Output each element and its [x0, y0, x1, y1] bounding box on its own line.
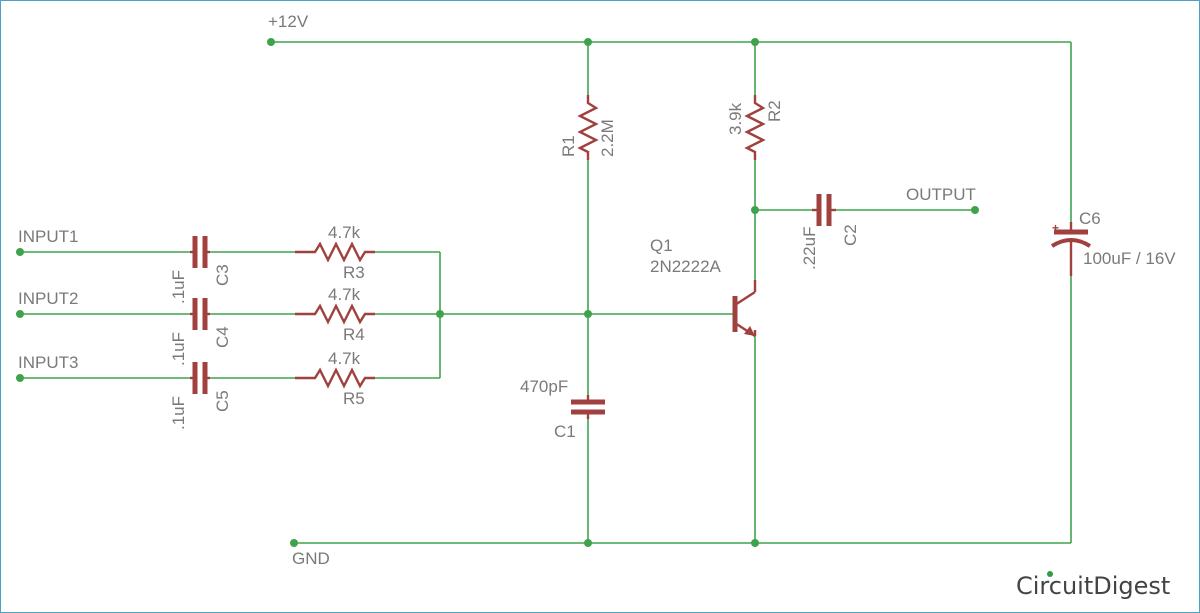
resistor-r3: [295, 241, 375, 263]
r1-name-label: R1: [559, 135, 578, 157]
c4-value-label: .1uF: [169, 332, 188, 366]
transistor-q1: [732, 280, 757, 338]
c2-name-label: C2: [841, 224, 860, 246]
resistor-r5: [295, 367, 375, 389]
c1-value-label: 470pF: [520, 377, 568, 396]
brand-wordmark: CircuitDigest: [1016, 572, 1170, 600]
r1-value-label: 2.2M: [598, 119, 617, 157]
c1-name-label: C1: [554, 422, 576, 441]
c3-name-label: C3: [213, 264, 232, 286]
c6-polarity-mark: +: [1052, 221, 1059, 235]
gnd-label: GND: [292, 549, 330, 568]
junctions: [16, 38, 979, 547]
c4-name-label: C4: [213, 326, 232, 348]
junction: [751, 539, 759, 547]
junction-vcc-terminal: [267, 38, 275, 46]
c3-value-label: .1uF: [169, 270, 188, 304]
r2-value-label: 3.9k: [726, 102, 745, 135]
resistor-r2: [744, 95, 766, 160]
r3-name-label: R3: [343, 263, 365, 282]
r5-name-label: R5: [343, 389, 365, 408]
output-label: OUTPUT: [906, 185, 976, 204]
capacitor-c2: [812, 194, 836, 226]
r2-name-label: R2: [765, 100, 784, 122]
brand-part1: Circuit: [1016, 572, 1093, 600]
input2-label: INPUT2: [18, 289, 78, 308]
capacitor-c3: [190, 236, 210, 268]
input1-label: INPUT1: [18, 227, 78, 246]
q1-value-label: 2N2222A: [650, 257, 722, 276]
junction-gnd-terminal: [290, 539, 298, 547]
junction-input2-terminal: [16, 310, 24, 318]
c5-value-label: .1uF: [169, 396, 188, 430]
brand-part2: Digest: [1093, 572, 1170, 600]
junction-output-terminal: [971, 206, 979, 214]
c5-name-label: C5: [213, 390, 232, 412]
components: [190, 95, 1092, 419]
junction: [436, 310, 444, 318]
capacitor-c6: [1050, 222, 1092, 276]
vcc-label: +12V: [268, 12, 309, 31]
junction: [751, 206, 759, 214]
brand-logo: CircuitDigest: [1016, 571, 1170, 600]
junction: [584, 539, 592, 547]
r4-value-label: 4.7k: [328, 285, 361, 304]
capacitor-c5: [190, 362, 210, 394]
junction-input3-terminal: [16, 374, 24, 382]
resistor-r4: [295, 303, 375, 325]
r4-name-label: R4: [343, 325, 365, 344]
labels: +12V GND OUTPUT INPUT1 INPUT2 INPUT3 R1 …: [18, 12, 1176, 568]
junction: [751, 38, 759, 46]
r3-value-label: 4.7k: [328, 223, 361, 242]
junction: [584, 310, 592, 318]
input3-label: INPUT3: [18, 353, 78, 372]
q1-name-label: Q1: [650, 236, 673, 255]
capacitor-c4: [190, 298, 210, 330]
r5-value-label: 4.7k: [328, 349, 361, 368]
c2-value-label: .22uF: [800, 227, 819, 270]
capacitor-c1: [571, 395, 605, 419]
c6-value-label: 100uF / 16V: [1083, 249, 1176, 268]
brand-dot: [1047, 571, 1053, 577]
resistor-r1: [577, 95, 599, 160]
junction: [584, 38, 592, 46]
junction-input1-terminal: [16, 248, 24, 256]
c6-name-label: C6: [1079, 209, 1101, 228]
